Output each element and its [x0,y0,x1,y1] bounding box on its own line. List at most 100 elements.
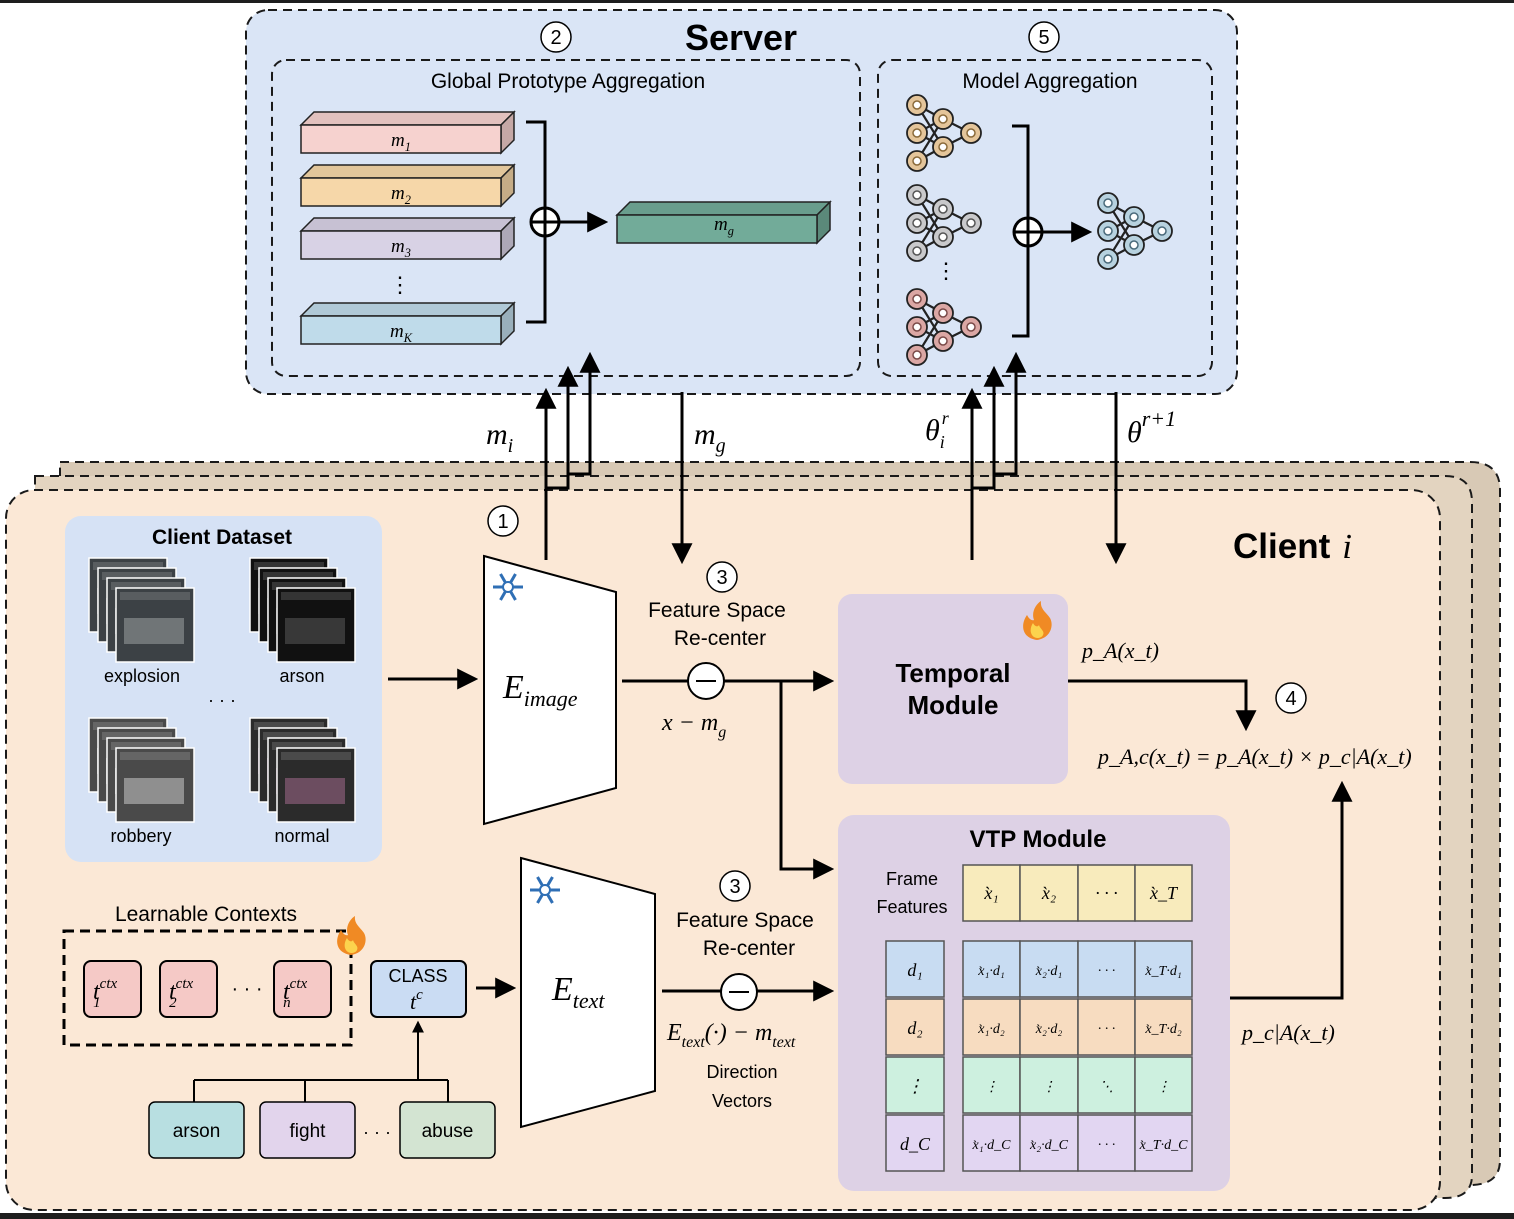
feature-recenter-text: 3 Feature Space Re-center Etext(·) − mte… [662,870,835,1111]
svg-text:· · ·: · · · [1098,1022,1116,1037]
svg-text:4: 4 [1285,688,1296,710]
trainable-flame-icon [1023,601,1052,640]
prototype-m-3 [299,216,516,261]
svg-text:x̀₂: x̀₂ [1041,883,1056,903]
frozen-snowflake-icon [530,876,560,904]
frame-feature-4: x̀_T [1134,864,1193,922]
svg-text:tc: tc [410,987,423,1014]
class-normal: normal [274,826,329,846]
step-2-badge: 2 [540,21,572,53]
svg-text:Re-center: Re-center [703,937,795,960]
trainable-flame-icon [337,916,366,955]
step-5-badge: 5 [1028,21,1060,53]
model-aggregation-box [877,59,1213,377]
svg-text:⋱: ⋱ [1100,1080,1114,1095]
class-name-arson: arson [148,1101,245,1159]
client-dataset-title: Client Dataset [152,526,292,549]
direction-vector-1: d₁ [885,940,945,998]
vtp-title: VTP Module [970,826,1107,853]
similarity-cell-2-4: x̀_T·d₂ [1134,998,1193,1056]
prototype-m-2 [299,163,516,208]
svg-text:· · ·: · · · [1095,883,1118,903]
similarity-cell-3-1: ⋮ [962,1056,1021,1114]
similarity-cell-2-2: x̀₂·d₂ [1019,998,1079,1056]
similarity-cell-1-1: x̀₁·d₁ [962,940,1021,998]
text-encoder: Etext [520,856,656,1129]
client-dataset-panel: Client Dataset explosion arson robbery n… [65,516,382,862]
frozen-snowflake-icon [493,573,523,601]
direction-vector-2: d₂ [885,998,945,1056]
direction-vector-3: ⋮ [885,1056,945,1114]
class-name-abuse: abuse [399,1101,496,1159]
label-mi: mi [486,418,513,457]
svg-text:Re-center: Re-center [674,627,766,650]
global-prototype: mg [615,200,832,245]
step-4-badge: 4 [1275,682,1307,714]
svg-text:· · ·: · · · [1098,964,1116,979]
network-ellipsis: ⋮ [935,258,957,283]
similarity-cell-2-3: · · · [1077,998,1136,1056]
similarity-cell-4-4: x̀_T·d_C [1134,1114,1193,1172]
svg-text:x̀₁·d₂: x̀₁·d₂ [977,1022,1005,1037]
model-aggregation-title: Model Aggregation [962,70,1137,93]
similarity-cell-1-3: · · · [1077,940,1136,998]
prototype-label-1: m1 [391,130,411,154]
prob-anomaly: p_A(x_t) [1080,638,1159,663]
svg-text:3: 3 [716,567,727,589]
similarity-cell-1-2: x̀₂·d₁ [1019,940,1079,998]
svg-text:x̀_T·d₁: x̀_T·d₁ [1144,964,1181,979]
svg-text:Eimage: Eimage [502,669,578,711]
label-mg: mg [694,418,726,457]
svg-text:d₂: d₂ [907,1018,922,1038]
similarity-cell-4-3: · · · [1077,1114,1136,1172]
svg-text:Frame: Frame [886,869,938,889]
svg-text:2: 2 [550,27,561,49]
prototype-label-3: m3 [391,236,411,260]
svg-text:Feature Space: Feature Space [676,909,814,932]
prob-joint: p_A,c(x_t) = p_A(x_t) × p_c|A(x_t) [1096,744,1412,769]
client-network-1 [906,94,982,172]
svg-text:3: 3 [729,876,740,898]
svg-text:⋮: ⋮ [906,1076,924,1096]
similarity-cell-4-1: x̀₁·d_C [962,1114,1021,1172]
frame-feature-3: · · · [1077,864,1136,922]
similarity-cell-2-1: x̀₁·d₂ [962,998,1021,1056]
similarity-cell-3-2: ⋮ [1019,1056,1079,1114]
svg-text:Features: Features [876,897,947,917]
svg-text:x̀₂·d₂: x̀₂·d₂ [1035,1022,1063,1037]
context-ellipsis: · · · [231,978,262,1000]
svg-text:x̀_T: x̀_T [1149,883,1179,903]
client-networks [906,94,1173,366]
svg-text:x̀₁·d_C: x̀₁·d_C [972,1138,1012,1153]
similarity-cell-1-4: x̀_T·d₁ [1134,940,1193,998]
svg-text:CLASS: CLASS [388,966,447,986]
client-network-k [906,288,982,366]
class-arson: arson [279,666,324,686]
aggregate-symbol-prototypes [529,206,561,238]
svg-text:x̀₂·d₁: x̀₂·d₁ [1035,964,1062,979]
global-aggregation-title: Global Prototype Aggregation [431,70,705,93]
class-token: CLASS tc [370,960,467,1018]
svg-text:⋮: ⋮ [1042,1080,1056,1095]
svg-text:Module: Module [908,690,999,720]
similarity-cell-3-4: ⋮ [1134,1056,1193,1114]
class-name-fight: fight [259,1101,356,1159]
svg-text:d₁: d₁ [907,960,922,980]
svg-text:Etext(·) − mtext: Etext(·) − mtext [666,1020,796,1051]
prototype-m-K [299,301,516,346]
dataset-ellipsis: · · · [208,690,236,710]
video-frame-stacks [88,557,356,823]
direction-vector-4: d_C [885,1114,945,1172]
class-robbery: robbery [110,826,171,846]
